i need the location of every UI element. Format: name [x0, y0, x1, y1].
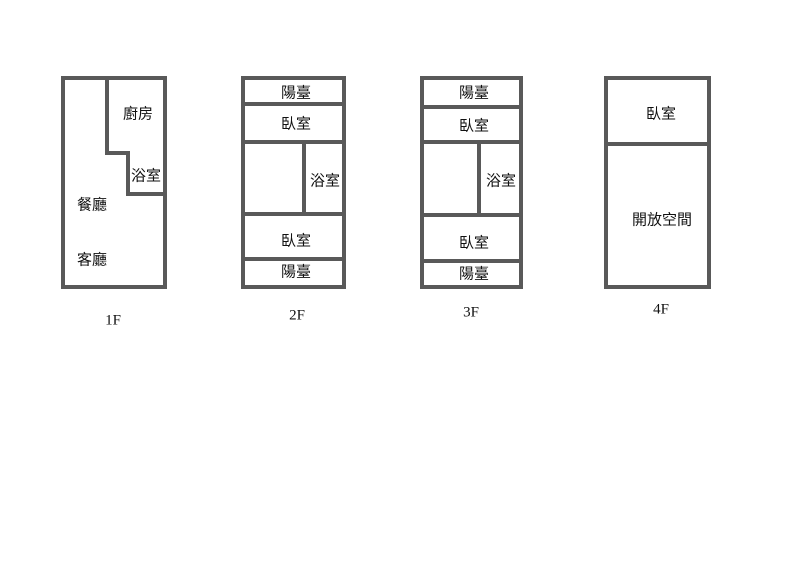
outer-wall — [604, 76, 711, 289]
floor-label: 2F — [289, 307, 305, 323]
room-label: 陽臺 — [281, 84, 311, 102]
room-label: 廚房 — [123, 105, 153, 123]
room-label: 臥室 — [459, 117, 489, 135]
room-label: 餐廳 — [77, 196, 107, 214]
room-label: 陽臺 — [281, 263, 311, 281]
floor-label: 4F — [653, 301, 669, 317]
room-label: 浴室 — [310, 172, 340, 190]
room-label: 浴室 — [131, 167, 161, 185]
room-label: 臥室 — [281, 232, 311, 250]
room-label: 臥室 — [281, 115, 311, 133]
outer-wall — [420, 76, 523, 289]
floor-plan-1f: 廚房 浴室 餐廳 客廳 1F — [61, 76, 167, 328]
room-label: 陽臺 — [459, 84, 489, 102]
room-label: 陽臺 — [459, 265, 489, 283]
floor-label: 1F — [105, 312, 121, 328]
floor-plan-2f: 陽臺 臥室 浴室 臥室 陽臺 2F — [241, 76, 346, 323]
room-label: 浴室 — [486, 172, 516, 190]
room-label: 臥室 — [646, 105, 676, 123]
floor-plan-4f: 臥室 開放空間 4F — [604, 76, 711, 317]
outer-wall — [61, 76, 167, 289]
room-label: 開放空間 — [632, 211, 692, 229]
room-label: 臥室 — [459, 234, 489, 252]
outer-wall — [241, 76, 346, 289]
floor-plan-3f: 陽臺 臥室 浴室 臥室 陽臺 3F — [420, 76, 523, 320]
room-label: 客廳 — [77, 251, 107, 269]
floor-label: 3F — [463, 304, 479, 320]
kitchen-bath-wall — [105, 76, 167, 196]
